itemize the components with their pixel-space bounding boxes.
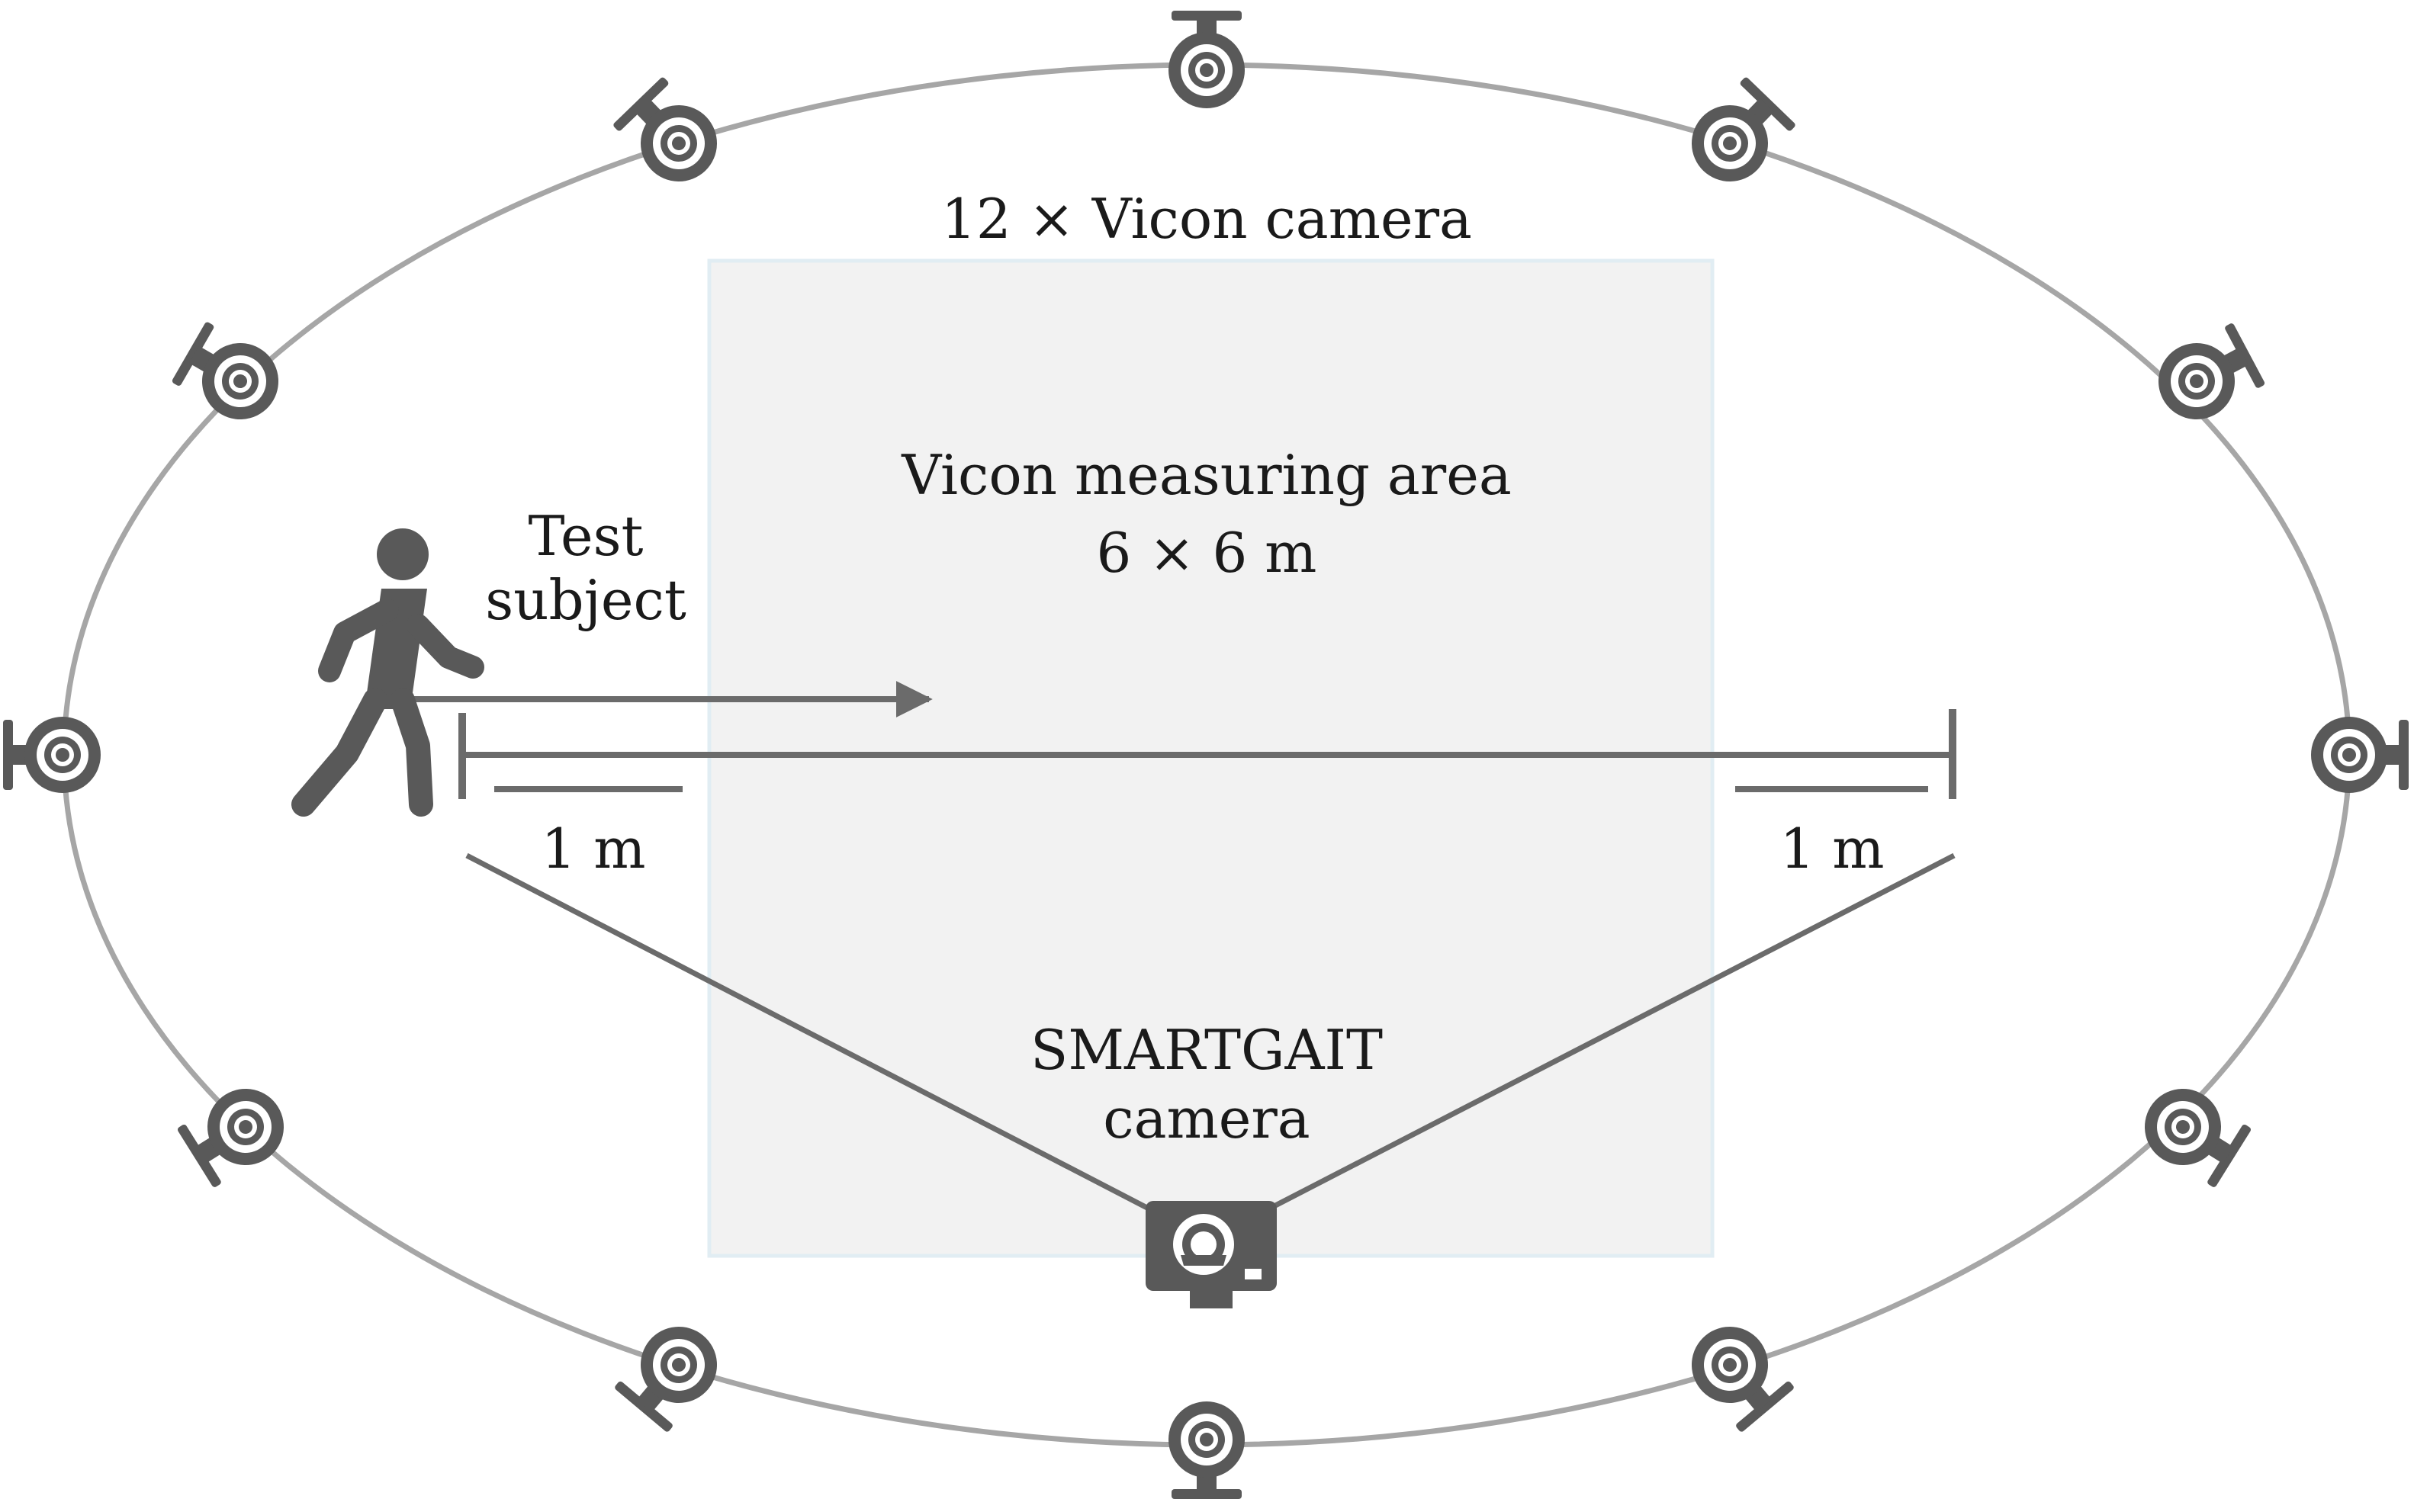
smartgait-label-line1: SMARTGAIT <box>1030 1018 1383 1082</box>
vicon-camera-icon <box>2130 1074 2254 1191</box>
vicon-camera-icon <box>175 1074 298 1191</box>
measuring-area-size: 6 × 6 m <box>1097 521 1317 585</box>
distance-label-right: 1 m <box>1780 817 1885 881</box>
vicon-cameras-label: 12 × Vicon camera <box>941 187 1472 251</box>
vicon-camera-icon <box>611 1311 733 1435</box>
measuring-area-title: Vicon measuring area <box>901 443 1512 507</box>
vicon-camera-icon <box>2145 319 2268 433</box>
smartgait-camera-icon <box>1146 1201 1277 1308</box>
test-subject-label-line2: subject <box>485 568 686 632</box>
smartgait-label-line2: camera <box>1103 1087 1310 1151</box>
vicon-camera-icon <box>609 74 733 197</box>
vicon-camera-icon <box>1676 74 1799 197</box>
fov-line-right <box>1228 852 1956 1232</box>
fov-line-left <box>465 852 1190 1232</box>
vicon-camera-icon <box>1676 1311 1798 1435</box>
test-subject-label-line1: Test <box>529 504 644 568</box>
vicon-camera-icon <box>3 717 101 793</box>
walking-person-icon <box>291 528 484 817</box>
distance-label-left: 1 m <box>542 817 646 881</box>
measuring-area <box>707 258 1715 1258</box>
vicon-camera-icon <box>1168 1401 1245 1499</box>
vicon-camera-icon <box>1168 11 1245 108</box>
vicon-camera-icon <box>169 318 293 434</box>
vicon-camera-icon <box>2311 717 2409 793</box>
